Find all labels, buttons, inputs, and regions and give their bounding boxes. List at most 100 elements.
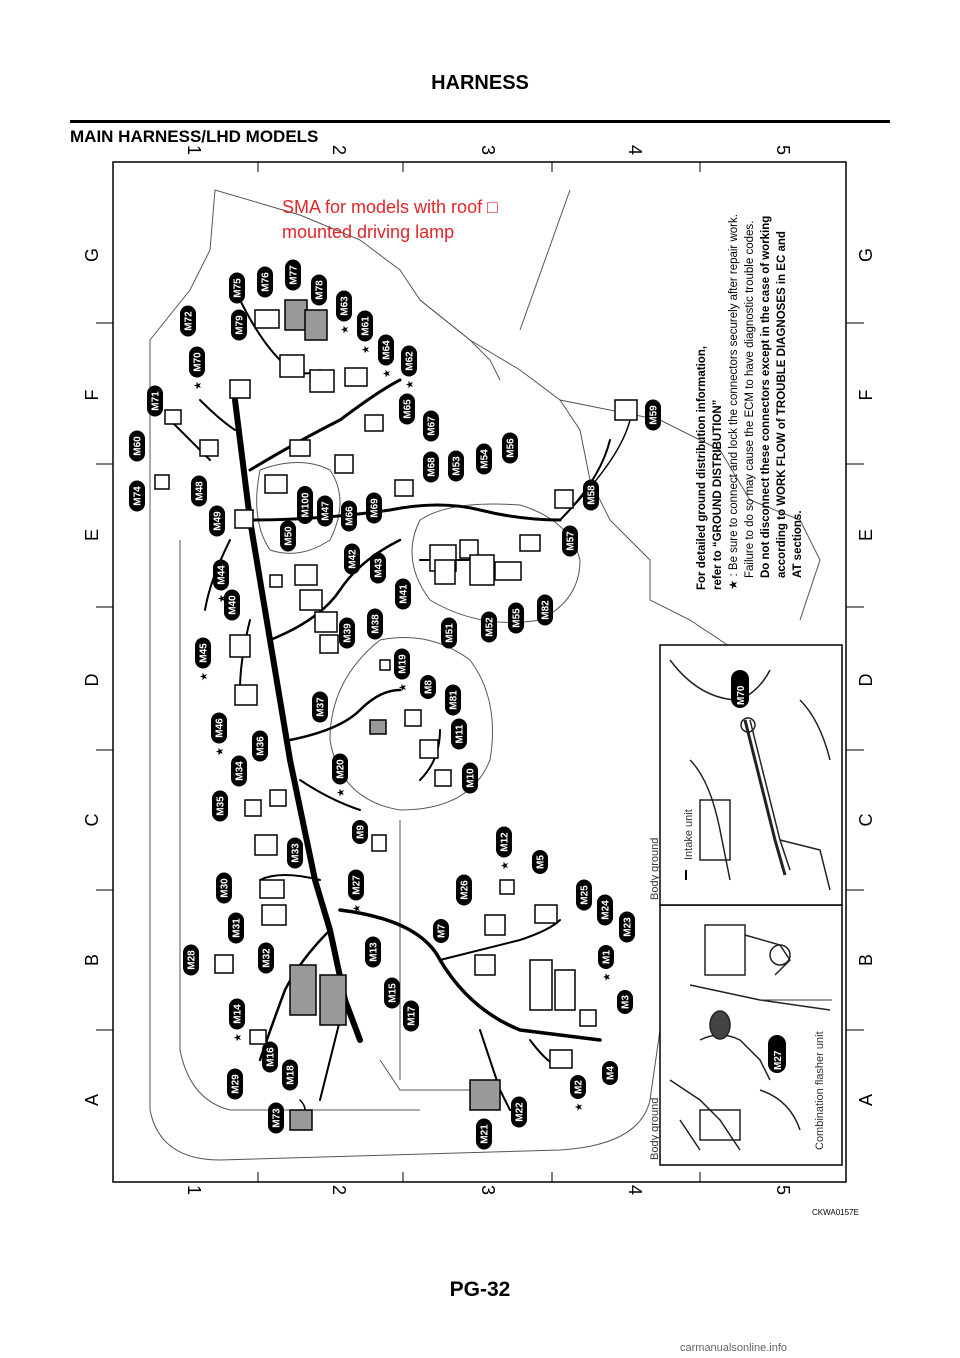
connector-label: M65	[403, 399, 414, 419]
connector-m11: M11	[451, 718, 467, 750]
connector-pill	[598, 945, 614, 969]
connector-m3: M3	[617, 990, 633, 1014]
connector-m18: M18	[282, 1059, 298, 1091]
connector-m24: M24	[597, 894, 613, 926]
grid-row-label-right: E	[856, 529, 876, 541]
note-line1: For detailed ground distribution informa…	[696, 346, 708, 590]
connector-m67: M67	[423, 410, 439, 442]
connector-pill	[268, 1102, 284, 1134]
inset-connector-m27: M27	[773, 1050, 784, 1070]
connector-label: M41	[399, 584, 410, 604]
connector-m58: M58	[583, 479, 599, 511]
connector-m56: M56	[502, 432, 518, 464]
connector-label: M79	[235, 315, 246, 335]
connector-pill	[617, 990, 633, 1014]
section-title: MAIN HARNESS/LHD MODELS	[70, 127, 319, 146]
connector-m14: M14★	[229, 998, 245, 1042]
connector-label: M47	[321, 501, 332, 521]
inset-intake-unit: Body ground Intake unit M70	[649, 644, 843, 906]
connector-m9: M9	[352, 820, 368, 844]
connector-m12: M12★	[496, 826, 512, 870]
connector-label: M55	[512, 608, 523, 628]
connector-label: M77	[289, 265, 300, 285]
star-icon: ★	[340, 325, 351, 334]
connector-label: M62	[405, 351, 416, 371]
connector-m73: M73	[268, 1102, 284, 1134]
star-icon: ★	[382, 369, 393, 378]
connector-pill	[209, 505, 225, 537]
note-line3: ★ : Be sure to connect and lock the conn…	[728, 214, 740, 590]
connector-pill	[394, 648, 410, 680]
connector-m20: M20★	[332, 753, 348, 797]
connector-pill	[451, 718, 467, 750]
connector-pill	[476, 443, 492, 475]
connector-pill	[297, 486, 313, 524]
watermark: carmanualsonline.info	[680, 1342, 788, 1354]
connector-label: M72	[184, 311, 195, 331]
connector-pill	[562, 525, 578, 557]
connector-m54: M54	[476, 443, 492, 475]
grid-row-label-right: F	[856, 390, 876, 401]
connector-label: M46	[215, 718, 226, 738]
connector-label: M30	[220, 878, 231, 898]
grid-row-label-right: B	[856, 954, 876, 966]
connector-m19: M19★	[394, 648, 410, 692]
connector-m66: M66	[341, 500, 357, 532]
grid-row-label-left: B	[82, 954, 102, 966]
connector-pill	[570, 1075, 586, 1099]
connector-m36: M36	[252, 730, 268, 762]
connector-pill	[619, 911, 635, 943]
connector-label: M58	[587, 485, 598, 505]
connector-label: M68	[427, 457, 438, 477]
connector-label: M32	[262, 948, 273, 968]
connector-pill	[583, 479, 599, 511]
connector-m74: M74	[129, 480, 145, 512]
grid-row-label-left: F	[82, 390, 102, 401]
connector-label: M78	[315, 280, 326, 300]
grid-column-label-bottom: 5	[773, 1185, 793, 1195]
connector-m63: M63★	[336, 290, 352, 334]
connector-m32: M32	[258, 942, 274, 974]
connector-m33: M33	[287, 837, 303, 869]
notes-block: For detailed ground distribution informa…	[696, 214, 804, 590]
connector-pill	[348, 869, 364, 901]
connector-pill	[367, 608, 383, 640]
grid-column-label-top: 2	[329, 145, 349, 155]
connector-m65: M65	[399, 393, 415, 425]
star-icon: ★	[405, 380, 416, 389]
connector-label: M48	[195, 481, 206, 501]
connector-m57: M57	[562, 525, 578, 557]
connector-m30: M30	[216, 872, 232, 904]
connector-m64: M64★	[378, 334, 394, 378]
connector-m59: M59	[645, 399, 661, 431]
connector-m22: M22	[511, 1096, 527, 1128]
connector-label: M21	[480, 1124, 491, 1144]
star-icon: ★	[398, 683, 409, 692]
connector-m10: M10	[462, 762, 478, 794]
page-footer: PG-32	[449, 1278, 511, 1301]
connector-label: M59	[649, 405, 660, 425]
connector-m2: M2★	[570, 1075, 586, 1111]
connector-m27: M27★	[348, 869, 364, 913]
star-icon: ★	[500, 861, 511, 870]
connector-m100: M100	[297, 486, 313, 524]
connector-pill	[378, 334, 394, 366]
connector-m71: M71	[147, 385, 163, 417]
connector-pill	[370, 552, 386, 584]
grid-row-label-right: A	[856, 1094, 876, 1106]
connector-pill	[352, 820, 368, 844]
connector-label: M34	[235, 761, 246, 781]
connector-m39: M39	[339, 617, 355, 649]
connector-m61: M61★	[357, 310, 373, 354]
connector-m62: M62 ★	[401, 345, 417, 389]
connector-label: M74	[133, 486, 144, 506]
grid-row-label-left: C	[82, 814, 102, 827]
connector-pill	[285, 259, 301, 291]
star-icon: ★	[193, 381, 204, 390]
connector-label: M18	[286, 1065, 297, 1085]
